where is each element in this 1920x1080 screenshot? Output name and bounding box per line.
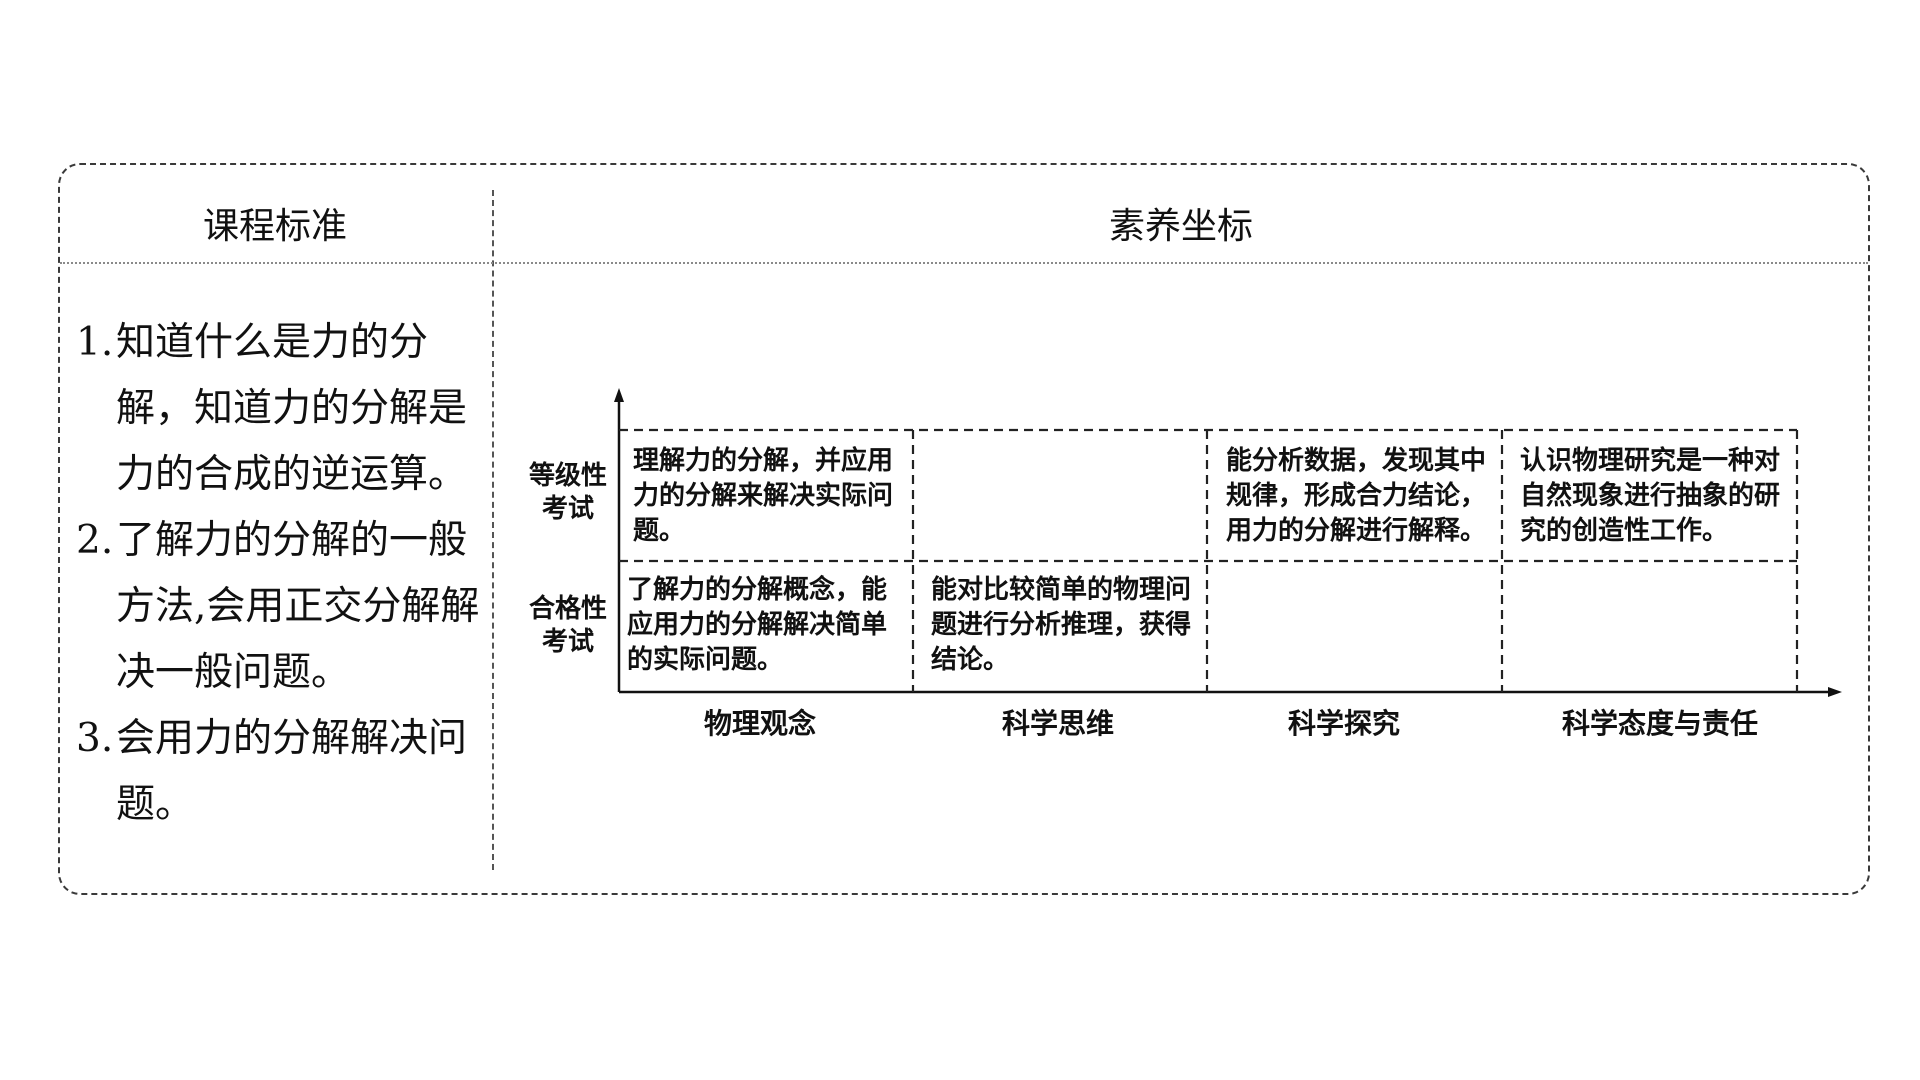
cell-upper-physics-concept: 理解力的分解，并应用力的分解来解决实际问题。 — [633, 446, 894, 546]
outer-frame — [58, 163, 1870, 895]
standard-number: 3. — [76, 716, 114, 761]
standard-item-2: 2. 了解力的分解的一般方法,会用正交分解解决一般问题。 — [76, 508, 486, 706]
header-course-standard: 课程标准 — [202, 206, 347, 247]
standard-text: 会用力的分解解决问题。 — [116, 716, 468, 827]
x-label-physics-concept: 物理观念 — [703, 707, 816, 740]
cell-lower-physics-concept: 了解力的分解概念，能应用力的分解解决简单的实际问题。 — [627, 575, 888, 675]
standards-list: 1. 知道什么是力的分解，知道力的分解是力的合成的逆运算。 2. 了解力的分解的… — [76, 310, 486, 838]
y-label-pass-exam: 合格性 考试 — [528, 594, 607, 657]
standard-item-3: 3. 会用力的分解解决问题。 — [76, 706, 486, 838]
column-divider — [492, 190, 494, 870]
standard-number: 1. — [76, 320, 114, 365]
cell-upper-scientific-inquiry: 能分析数据，发现其中规律，形成合力结论，用力的分解进行解释。 — [1226, 446, 1487, 546]
standard-number: 2. — [76, 518, 114, 563]
cell-lower-scientific-thinking: 能对比较简单的物理问题进行分析推理，获得结论。 — [931, 575, 1192, 675]
x-label-scientific-thinking: 科学思维 — [1001, 707, 1114, 740]
header-literacy-coordinate: 素养坐标 — [1108, 206, 1253, 247]
standard-item-1: 1. 知道什么是力的分解，知道力的分解是力的合成的逆运算。 — [76, 310, 486, 508]
standard-text: 知道什么是力的分解，知道力的分解是力的合成的逆运算。 — [116, 320, 468, 497]
cell-upper-attitude-responsibility: 认识物理研究是一种对自然现象进行抽象的研究的创造性工作。 — [1520, 446, 1781, 546]
x-label-scientific-inquiry: 科学探究 — [1287, 707, 1400, 740]
y-label-grade-exam: 等级性 考试 — [528, 461, 607, 524]
standard-text: 了解力的分解的一般方法,会用正交分解解决一般问题。 — [116, 518, 480, 695]
x-label-attitude-responsibility: 科学态度与责任 — [1561, 707, 1758, 740]
header-divider — [60, 262, 1868, 264]
